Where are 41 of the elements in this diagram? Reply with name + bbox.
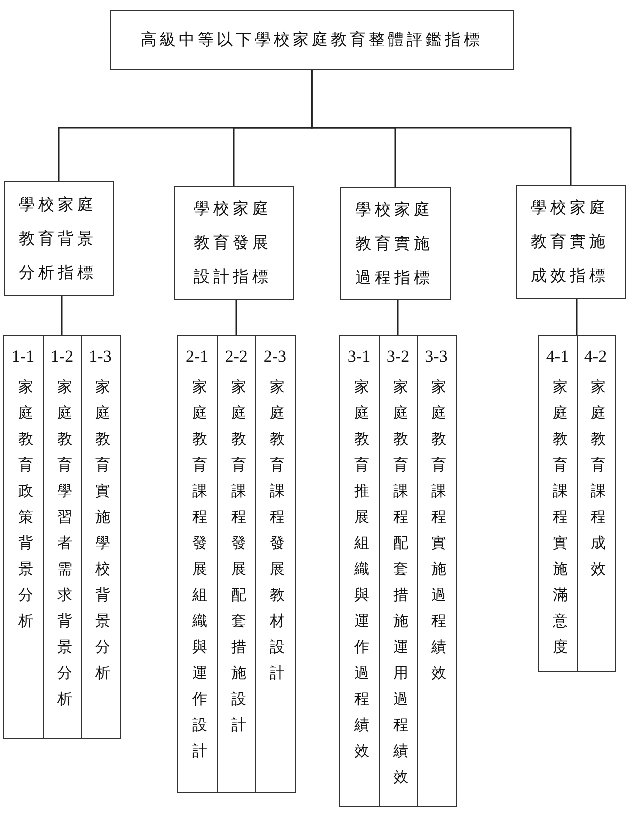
indicator-number: 1-3 xyxy=(89,346,112,368)
indicator-number: 4-2 xyxy=(584,346,608,368)
indicator-text: 家庭教育課程發展教材設計 xyxy=(270,377,286,684)
indicator-number: 4-1 xyxy=(546,346,570,368)
indicator-text: 家庭教育實施學校背景分析 xyxy=(96,377,110,684)
indicator-text: 家庭教育課程成效 xyxy=(590,377,606,580)
indicator-group-box xyxy=(538,335,616,672)
indicator-text: 家庭教育課程實施滿意度 xyxy=(552,377,568,658)
indicator-number: 3-1 xyxy=(348,346,371,368)
category-text: 學校家庭教育實施成效指標 xyxy=(531,197,610,287)
indicator-text: 家庭教育課程配套措施運用過程績效 xyxy=(393,377,408,788)
indicator-text: 家庭教育推展組織與運作過程績效 xyxy=(354,377,370,762)
indicator-number: 2-2 xyxy=(225,346,248,368)
connector-line xyxy=(311,70,572,185)
connector-line xyxy=(576,299,578,335)
indicator-text: 家庭教育學習者需求背景分析 xyxy=(57,377,72,710)
indicator-group-box xyxy=(177,335,296,793)
connector-line xyxy=(236,300,238,335)
heading-text: 高級中等以下學校家庭教育整體評鑑指標 xyxy=(141,30,483,50)
indicator-number: 2-1 xyxy=(186,346,209,368)
indicator-number: 2-3 xyxy=(264,346,287,368)
root-indicator-box xyxy=(110,10,514,70)
indicator-group-box xyxy=(3,335,121,739)
connector-line xyxy=(397,300,399,335)
indicator-text: 家庭教育課程實施過程績效 xyxy=(432,377,446,684)
indicator-text: 家庭教育課程發展配套措施設計 xyxy=(232,377,247,736)
indicator-group-box xyxy=(339,335,457,807)
category-text: 學校家庭教育實施過程指標 xyxy=(356,198,434,288)
category-text: 學校家庭教育背景分析指標 xyxy=(19,194,98,284)
indicator-number: 3-2 xyxy=(386,346,410,368)
indicator-number: 3-3 xyxy=(425,346,448,368)
connector-line xyxy=(61,296,63,335)
category-box xyxy=(4,181,114,296)
indicator-text: 家庭教育政策背景分析 xyxy=(18,377,34,632)
category-box xyxy=(174,186,294,300)
category-text: 學校家庭教育發展設計指標 xyxy=(194,198,273,288)
indicator-number: 1-1 xyxy=(12,346,35,368)
indicator-text: 家庭教育課程發展組織與運作設計 xyxy=(192,377,208,762)
category-box xyxy=(340,187,451,300)
category-box xyxy=(516,185,626,299)
indicator-number: 1-2 xyxy=(50,346,74,368)
